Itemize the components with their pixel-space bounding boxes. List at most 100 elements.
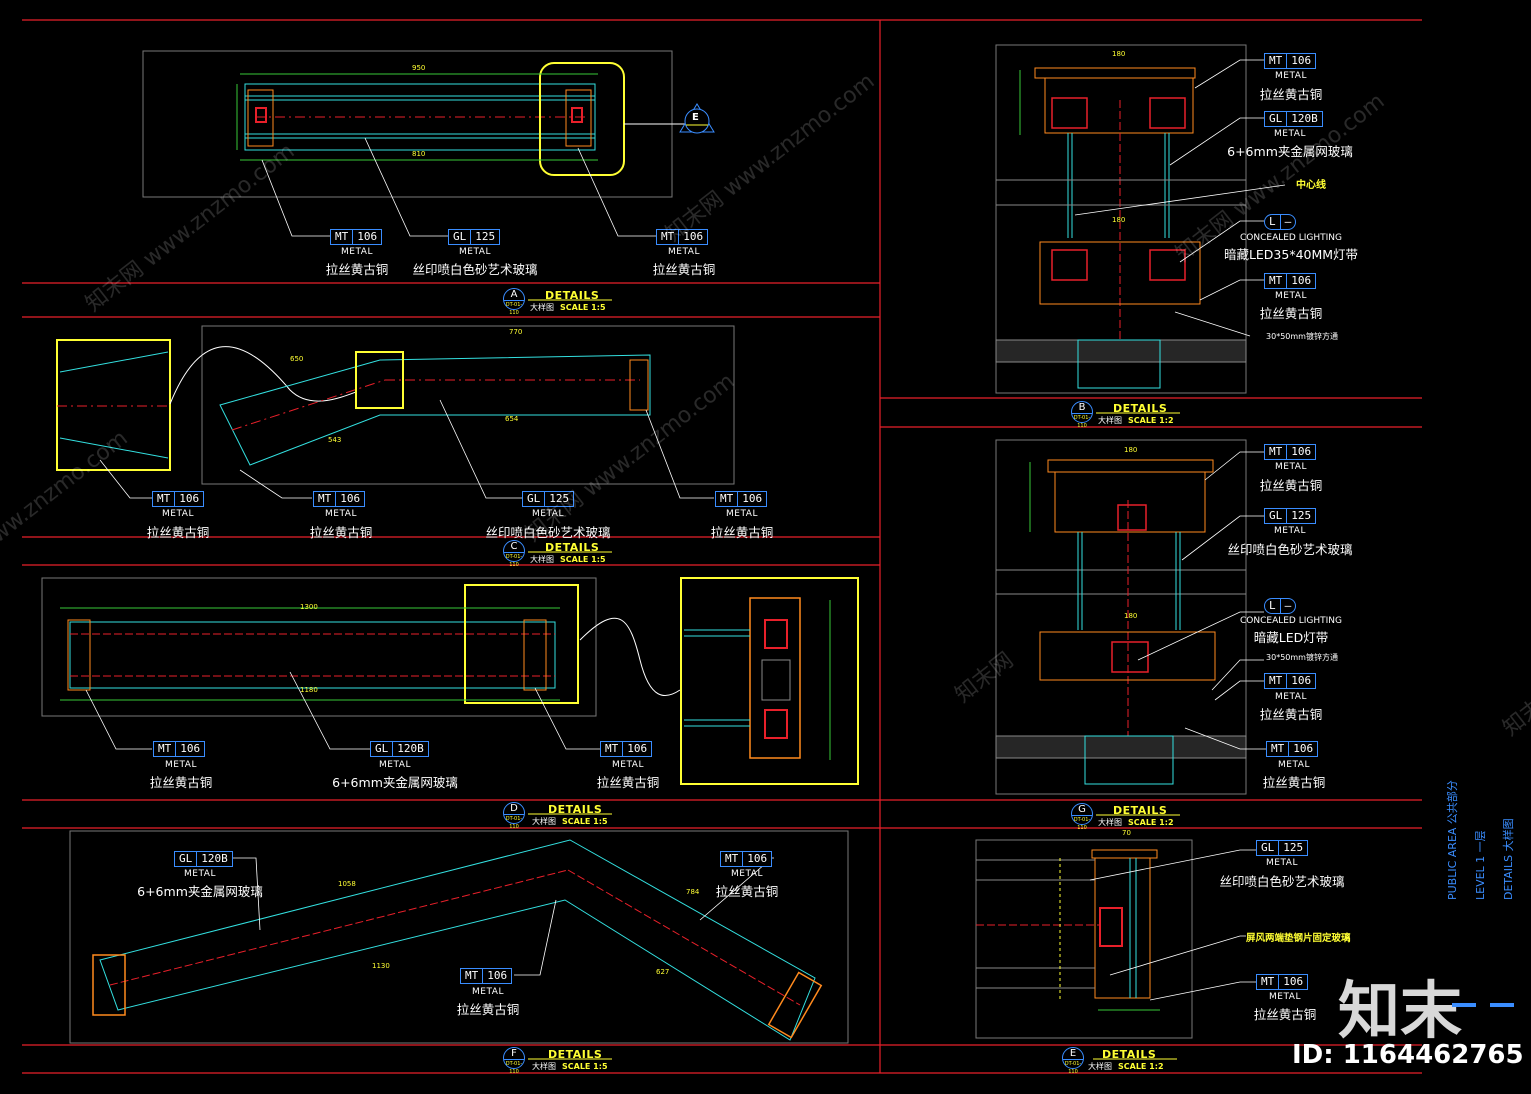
detail-a-drawing [142,50,690,237]
material-sub: METAL [1275,462,1307,472]
dim-text: 180 [1112,50,1126,58]
dim-text: 627 [656,968,670,976]
detail-f-drawing [69,830,849,1044]
detail-b-drawing [995,44,1286,394]
detail-c-title: DETAILS [545,541,600,554]
material-sub: METAL [472,987,504,997]
material-desc: 拉丝黄古铜 [325,262,389,277]
material-desc: 拉丝黄古铜 [309,525,373,540]
section-marker-letter: E [692,112,699,123]
dim-text: 770 [509,328,523,336]
material-sub: METAL [1269,992,1301,1002]
lighting-desc: 暗藏LED灯带 [1253,630,1329,645]
material-desc: 拉丝黄古铜 [1262,775,1326,790]
watermark-logo-bar [1490,1003,1514,1007]
title-block-line2: LEVEL 1 一层 [1474,830,1487,900]
lighting-sub: CONCEALED LIGHTING [1240,233,1342,243]
lighting-tag: L— [1264,214,1297,230]
material-desc: 6+6mm夹金属网玻璃 [137,884,263,899]
material-desc: 拉丝黄古铜 [1253,1007,1317,1022]
material-sub: METAL [1274,526,1306,536]
title-block-line3: DETAILS 大样图 [1502,818,1515,900]
detail-b-title: DETAILS [1113,402,1168,415]
material-desc: 拉丝黄古铜 [652,262,716,277]
centerline-note: 中心线 [1296,180,1326,191]
material-desc: 拉丝黄古铜 [1259,87,1323,102]
dim-text: 1180 [300,686,318,694]
material-sub: METAL [1275,692,1307,702]
dim-text: 543 [328,436,342,444]
watermark-logo: 知末 [1338,974,1463,1047]
material-desc: 丝印喷白色砂艺术玻璃 [1219,874,1345,889]
dim-text: 1300 [300,603,318,611]
material-desc: 6+6mm夹金属网玻璃 [1227,144,1353,159]
material-desc: 6+6mm夹金属网玻璃 [332,775,458,790]
material-desc: 拉丝黄古铜 [1259,478,1323,493]
detail-g-drawing [995,439,1266,795]
tube-note: 30*50mm镀锌方通 [1266,653,1338,662]
material-sub: METAL [668,247,700,257]
material-desc: 拉丝黄古铜 [456,1002,520,1017]
dim-text: 810 [412,150,426,158]
material-sub: METAL [532,509,564,519]
material-desc: 拉丝黄古铜 [715,884,779,899]
dim-text: 654 [505,415,519,423]
material-sub: METAL [1275,291,1307,301]
title-block-line1: PUBLIC AREA 公共部分 [1446,780,1459,900]
material-desc: 拉丝黄古铜 [1259,707,1323,722]
detail-title-rules [528,299,1180,1060]
dim-text: 180 [1112,216,1126,224]
dim-text: 950 [412,64,426,72]
detail-e-title: DETAILS [1102,1048,1157,1061]
material-desc: 拉丝黄古铜 [1259,306,1323,321]
lighting-sub: CONCEALED LIGHTING [1240,616,1342,626]
material-desc: 拉丝黄古铜 [146,525,210,540]
material-sub: METAL [612,760,644,770]
detail-f-title: DETAILS [548,1048,603,1061]
material-sub: METAL [379,760,411,770]
watermark-id: ID: 1164462765 [1292,1040,1524,1070]
material-sub: METAL [341,247,373,257]
dim-text: 784 [686,888,700,896]
dim-text: 1058 [338,880,356,888]
material-desc: 拉丝黄古铜 [149,775,213,790]
dim-text: 180 [1124,446,1138,454]
lighting-desc: 暗藏LED35*40MM灯带 [1223,247,1359,262]
material-desc: 丝印喷白色砂艺术玻璃 [1227,542,1353,557]
sheet-grid [22,19,1422,1074]
material-desc: 丝印喷白色砂艺术玻璃 [412,262,538,277]
detail-d-title: DETAILS [548,803,603,816]
material-sub: METAL [731,869,763,879]
material-sub: METAL [726,509,758,519]
detail-d-drawing [41,577,859,785]
dim-text: 1130 [372,962,390,970]
